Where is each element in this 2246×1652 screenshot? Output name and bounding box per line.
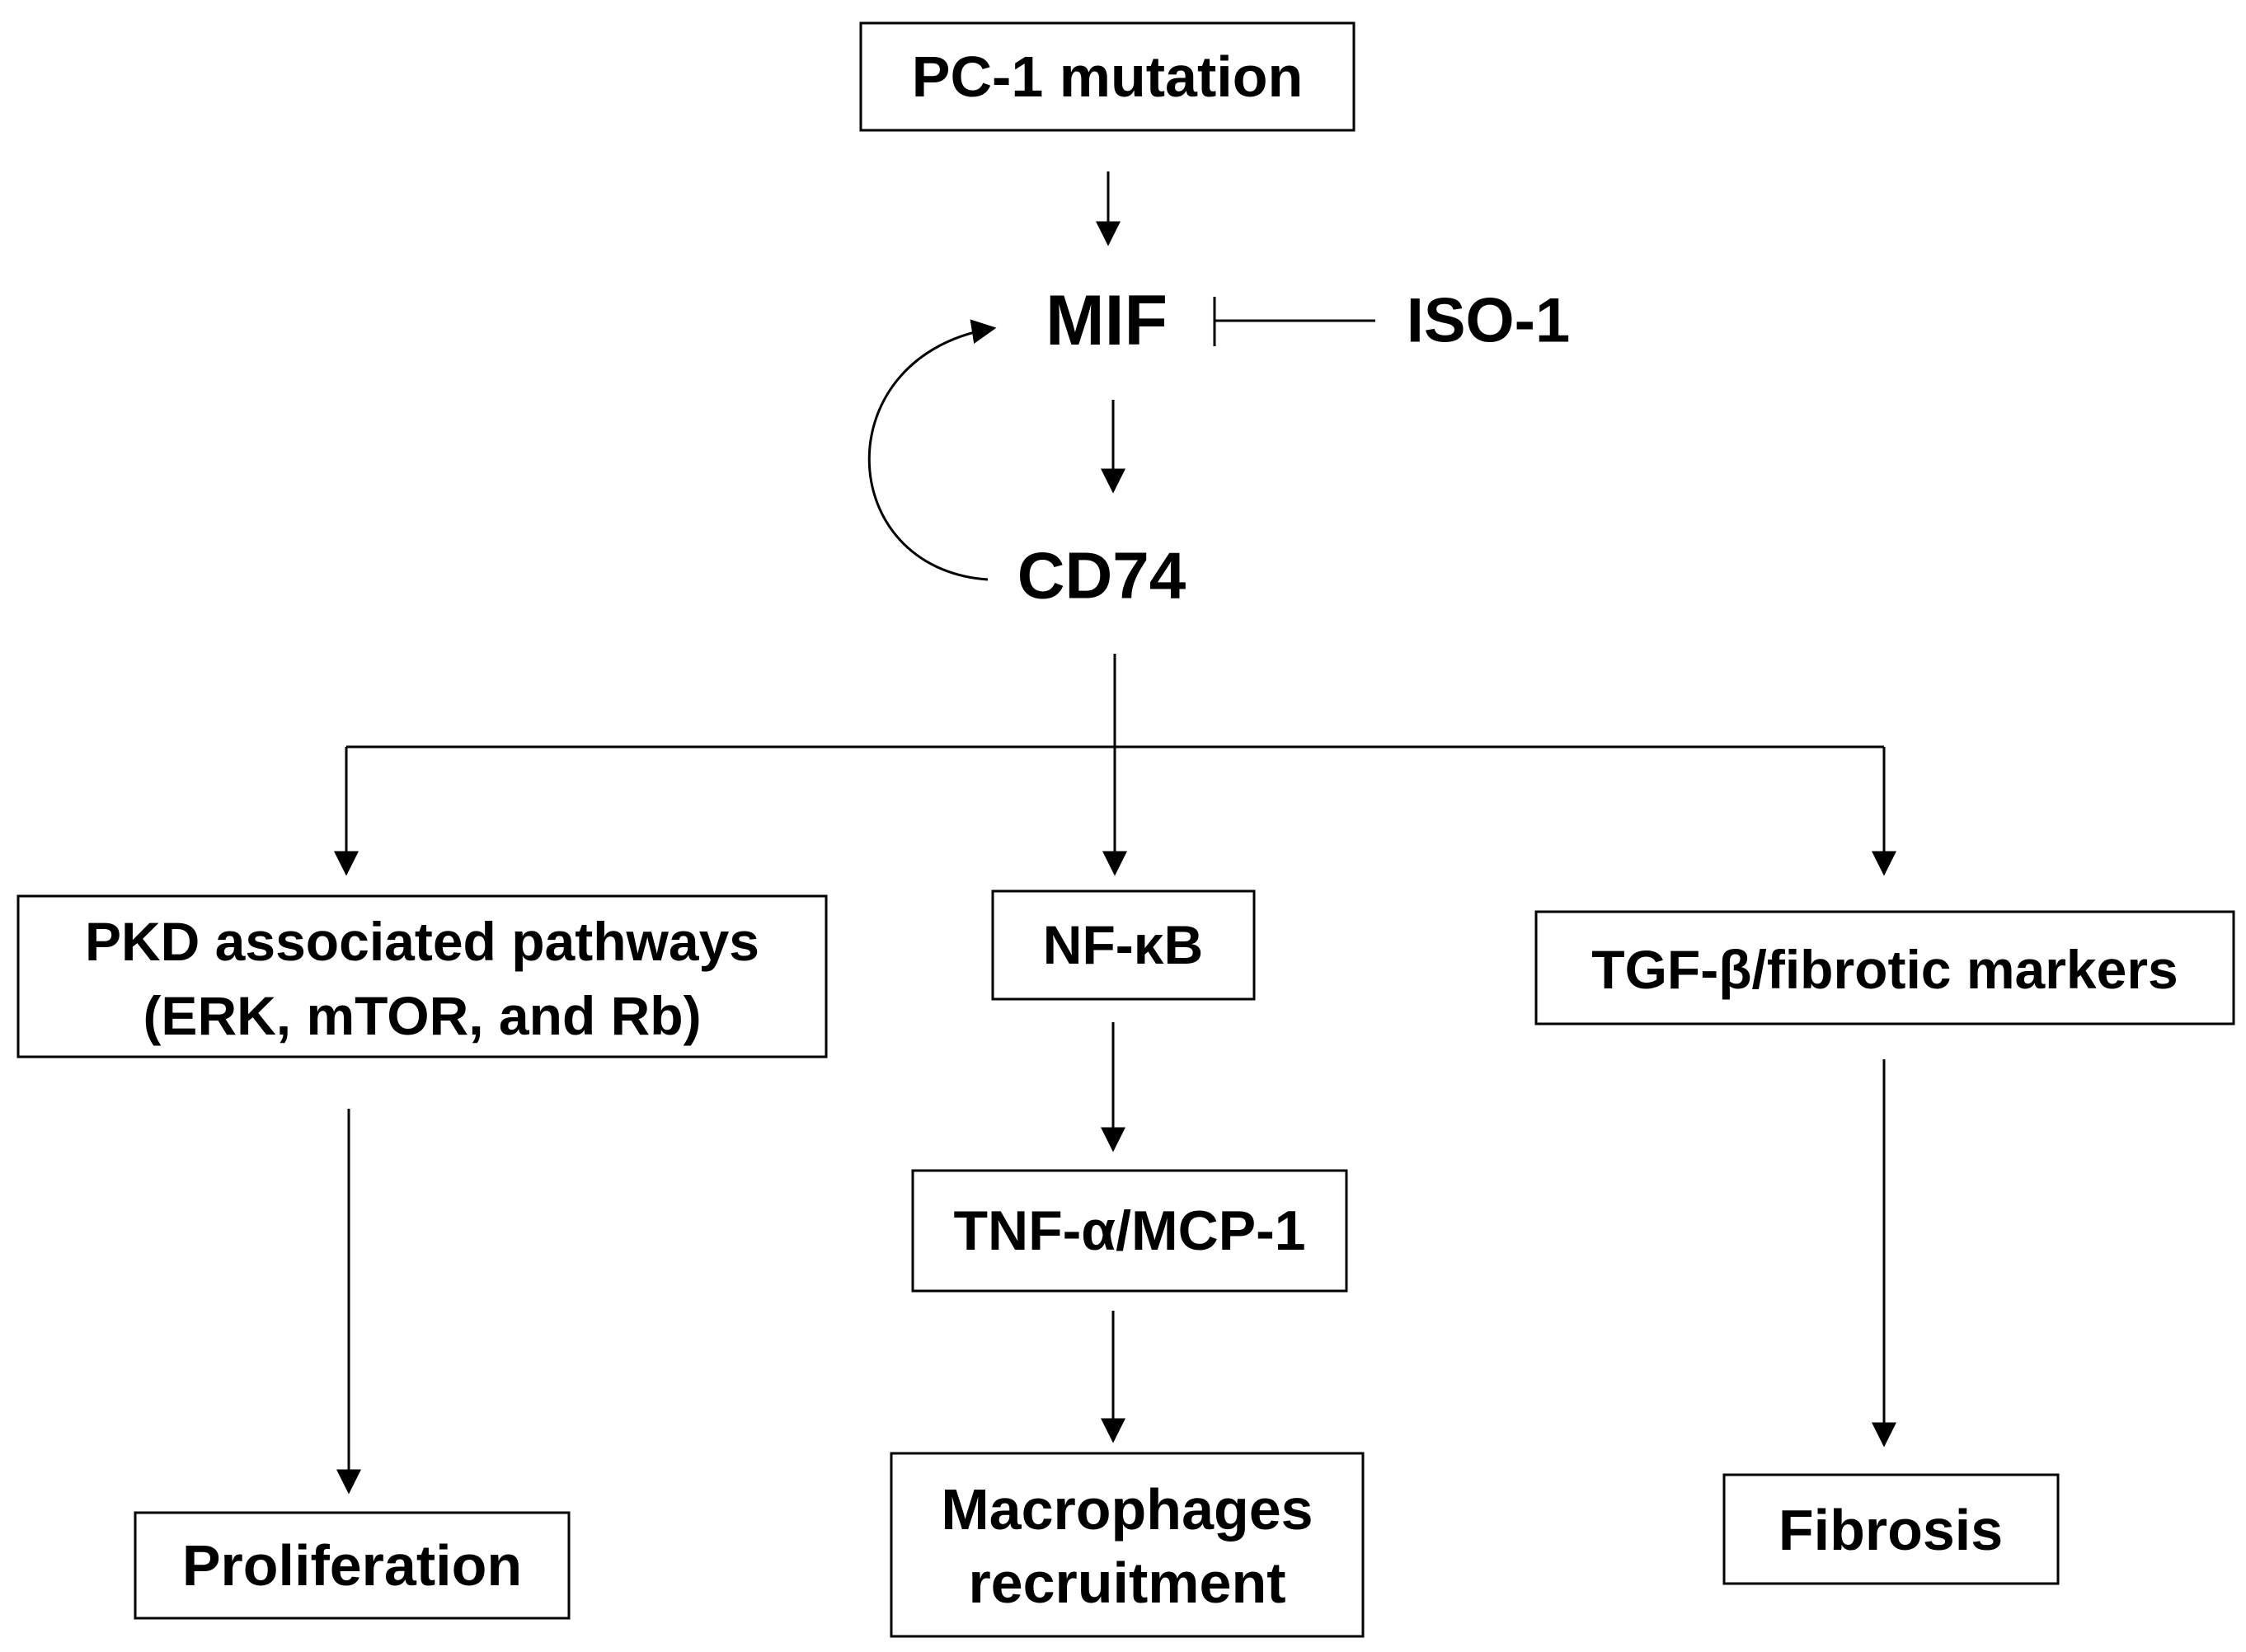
node-nfkb: NF-κB — [991, 889, 1256, 1001]
node-pkd-pathways: PKD associated pathways (ERK, mTOR, and … — [16, 894, 828, 1058]
node-iso1-label: ISO-1 — [1407, 286, 1571, 356]
feedback-arrow-cd74-to-mif — [867, 319, 997, 581]
node-pkd-label-line2: (ERK, mTOR, and Rb) — [143, 985, 701, 1046]
node-cd74-label: CD74 — [1017, 539, 1186, 612]
node-pc1-mutation: PC-1 mutation — [859, 21, 1356, 132]
node-tgf-fibrotic-markers: TGF-β/fibrotic markers — [1534, 910, 2235, 1025]
node-tgf-label: TGF-β/fibrotic markers — [1591, 939, 2178, 1000]
node-tnf-mcp1: TNF-α/MCP-1 — [911, 1169, 1348, 1293]
node-macrophages-label-line1: Macrophages — [941, 1477, 1313, 1542]
node-mif-label: MIF — [1045, 281, 1168, 360]
node-fibrosis-label: Fibrosis — [1778, 1498, 2003, 1562]
node-proliferation-label: Proliferation — [182, 1533, 522, 1598]
node-pc1-label: PC-1 mutation — [912, 45, 1303, 109]
node-macrophages-recruitment: Macrophages recruitment — [890, 1452, 1365, 1638]
node-tnf-label: TNF-α/MCP-1 — [953, 1199, 1305, 1262]
node-nfkb-label: NF-κB — [1043, 914, 1203, 975]
node-fibrosis: Fibrosis — [1722, 1473, 2060, 1585]
node-macrophages-label-line2: recruitment — [968, 1551, 1285, 1615]
node-pkd-label-line1: PKD associated pathways — [85, 911, 759, 972]
node-proliferation: Proliferation — [134, 1511, 571, 1620]
